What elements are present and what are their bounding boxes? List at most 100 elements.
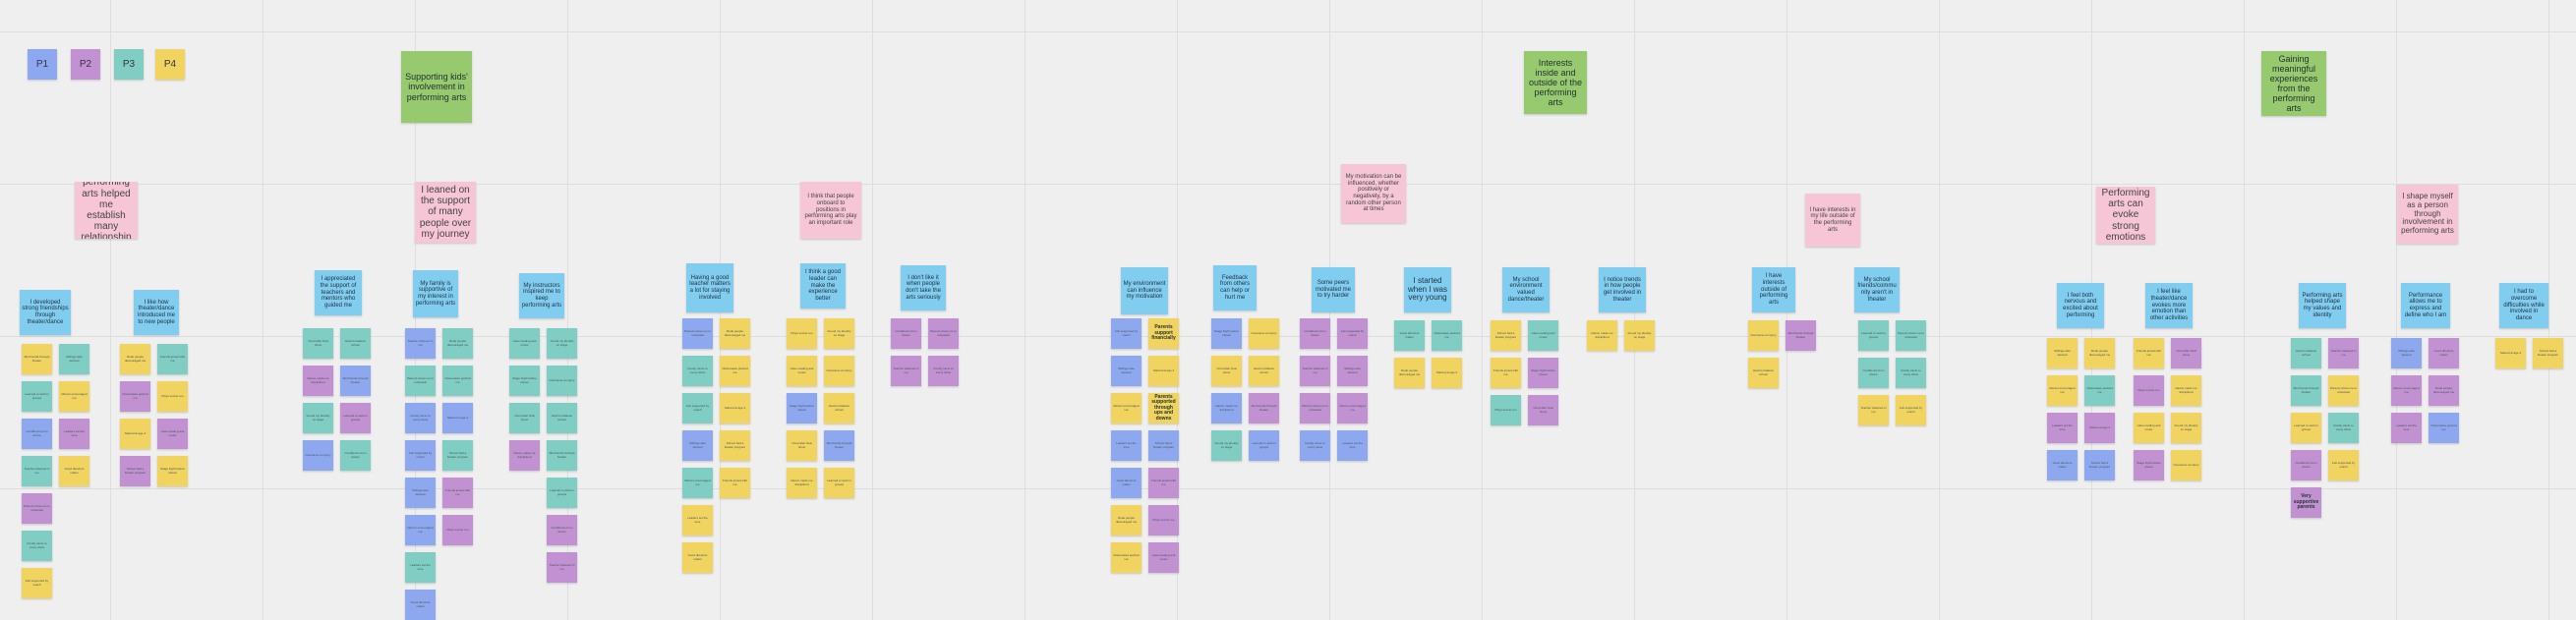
sticky-note-p1[interactable]: Felt supported by coach [1111,318,1142,349]
sticky-note-p4[interactable]: Felt supported by coach [22,568,52,598]
sticky-note-p4[interactable]: Rude people discouraged me [1394,358,1425,388]
sticky-note-p1[interactable]: Started at age 4 [442,403,473,433]
sticky-note-p1[interactable]: Confidence from dance [22,419,52,449]
sticky-note-p1[interactable]: Mentor encouraged me [405,515,436,545]
sticky-note-p2[interactable]: Confidence from dance [547,515,577,545]
sticky-note-p2[interactable]: Teacher believed in me [2328,338,2359,368]
sticky-note-p4[interactable]: Parents drove me to rehearsal [2328,375,2359,406]
sticky-note-p4[interactable]: Dance made me disciplined [1587,320,1617,351]
sticky-note-p3[interactable]: Family came to every show [2328,413,2359,443]
sticky-note-p3[interactable]: Family came to every show [682,356,713,386]
sticky-note-p2[interactable]: Teacher believed in me [1300,356,1330,386]
sticky-note-p2[interactable]: Dance made me disciplined [509,440,540,471]
sticky-note-p2[interactable]: Stage fright before shows [1528,358,1558,388]
legend-note-p3[interactable]: P3 [114,49,144,80]
sticky-note-p4[interactable]: Rude people discouraged me [120,344,150,374]
sticky-note-p4[interactable]: Plays soccer too [157,381,188,412]
sticky-note-p3[interactable]: Leaders set the tone [405,552,436,583]
sticky-note-p1[interactable]: Stage fright before shows [787,393,817,423]
cluster-note[interactable]: I have interests outside of performing a… [1752,267,1795,312]
cluster-note[interactable]: I feel both nervous and excited about pe… [2057,283,2104,328]
cluster-note[interactable]: I think a good leader can make the exper… [800,263,846,309]
insight-note[interactable]: I shape myself as a person through invol… [2397,185,2458,244]
sticky-note-p2[interactable]: Met friends through theater [1786,320,1816,351]
sticky-note-p4[interactable]: Overcame an injury [1249,318,1279,349]
sticky-note-p1[interactable]: Felt supported by coach [405,440,436,471]
sticky-note-p2[interactable]: Learned to work in groups [340,403,371,433]
theme-note[interactable]: Supporting kids' involvement in performi… [401,51,472,123]
sticky-note-p4[interactable]: Hard to balance school [824,393,854,423]
cluster-note[interactable]: I like how theater/dance introduced me t… [134,290,179,335]
sticky-note-p2[interactable]: Siblings also danced [1337,356,1368,386]
sticky-note-p3[interactable]: Hard to balance school [2291,338,2321,368]
sticky-note-p2[interactable]: Parents drove me to rehearsal [22,493,52,524]
sticky-note-p3[interactable]: Friends joined with me [157,344,188,374]
sticky-note-p2[interactable]: Met friends through theater [1249,393,1279,423]
sticky-note-p4[interactable]: Started at age 4 [1148,356,1179,386]
cluster-note[interactable]: My instructors inspired me to keep perfo… [519,273,564,318]
sticky-note-p2[interactable]: Mentor encouraged me [2391,375,2422,406]
sticky-note-p4[interactable]: Leaders set the tone [682,505,713,535]
cluster-note[interactable]: My environment can influence my motivati… [1121,267,1168,314]
sticky-note-p4[interactable]: Teacher believed in me [1858,395,1889,425]
sticky-note-p3[interactable]: Overcame an injury [547,366,577,396]
sticky-note-p4[interactable]: Cried after final show [787,430,817,461]
sticky-note-p4[interactable]: Felt supported by coach [2328,450,2359,480]
cluster-note[interactable]: My school friends/community aren't in th… [1854,267,1900,312]
sticky-note-p2[interactable]: Parents drove me to rehearsal [1300,393,1330,423]
sticky-note-p3[interactable]: Learned to work in groups [1858,320,1889,351]
sticky-note-p3[interactable]: Classmates pushed me [1432,320,1462,351]
sticky-note-p4[interactable]: Met friends through theater [22,344,52,374]
sticky-note-p1[interactable]: School had a theater program [1148,430,1179,461]
sticky-note-p2[interactable]: School had a theater program [120,456,150,486]
sticky-note-p4[interactable]: Parents supported through ups and downs [1148,393,1179,423]
sticky-note-p4[interactable]: Found my identity on stage [824,318,854,349]
sticky-note-p4[interactable]: Hard to balance school [1748,358,1779,388]
sticky-note-p2[interactable]: Leaders set the tone [2391,413,2422,443]
insight-note[interactable]: I think that people onboard to positions… [800,182,861,239]
cluster-note[interactable]: Performing arts helped shape my values a… [2299,283,2346,328]
sticky-note-p3[interactable]: Hard to balance school [340,328,371,359]
sticky-note-p1[interactable]: Siblings also danced [682,430,713,461]
sticky-note-p4[interactable]: Likes reading and music [2134,413,2164,443]
sticky-note-p4[interactable]: Started at age 4 [1432,358,1462,388]
sticky-note-p4[interactable]: Good directors matter [59,456,89,486]
sticky-note-p1[interactable]: Good directors matter [2047,450,2078,480]
sticky-note-p2[interactable]: Stage fright before shows [2134,450,2164,480]
sticky-note-p4[interactable]: Found my identity on stage [2171,413,2201,443]
sticky-note-p3[interactable]: School had a theater program [442,440,473,471]
sticky-note-p1[interactable]: Met friends through theater [824,430,854,461]
sticky-note-p4[interactable]: Mentor encouraged me [59,381,89,412]
sticky-note-p4[interactable]: Rude people discouraged me [1111,505,1142,535]
sticky-note-p2[interactable]: Plays soccer too [2134,375,2164,406]
sticky-note-p2[interactable]: Plays soccer too [442,515,473,545]
sticky-note-p3[interactable]: Classmates pushed me [2084,375,2115,406]
sticky-note-p2[interactable]: Dance made me disciplined [303,366,333,396]
sticky-note-p2[interactable]: Teacher believed in me [547,552,577,583]
insight-note[interactable]: My motivation can be influenced, whether… [1341,164,1406,223]
sticky-note-p3[interactable]: Found my identity on stage [303,403,333,433]
sticky-note-p4[interactable]: Classmates pushed me [1111,542,1142,573]
cluster-note[interactable]: I started when I was very young [1404,267,1451,312]
sticky-note-p3[interactable]: Teacher believed in me [22,456,52,486]
sticky-note-p3[interactable]: Mentor encouraged me [682,468,713,498]
sticky-note-p2[interactable]: Plays soccer too [1148,505,1179,535]
sticky-note-p3[interactable]: Learned to work in groups [22,381,52,412]
theme-note[interactable]: Interests inside and outside of the perf… [1524,51,1587,114]
sticky-note-p2[interactable]: Confidence from dance [1300,318,1330,349]
legend-note-p1[interactable]: P1 [28,49,57,80]
sticky-note-p4[interactable]: Plays soccer too [787,318,817,349]
sticky-note-p3[interactable]: Felt supported by coach [682,393,713,423]
cluster-note[interactable]: Feedback from others can help or hurt me [1213,265,1257,310]
sticky-note-p4[interactable]: Stage fright before shows [157,456,188,486]
sticky-note-p4[interactable]: Siblings also danced [2047,338,2078,368]
sticky-note-p3[interactable]: Confidence from dance [340,440,371,471]
sticky-note-p1[interactable]: Good directors matter [405,590,436,620]
sticky-note-p4[interactable]: Overcame an injury [2171,450,2201,480]
sticky-note-p3[interactable]: Cried after final show [509,403,540,433]
sticky-note-p2[interactable]: Leaders set the tone [2047,413,2078,443]
sticky-note-p1[interactable]: Overcame an injury [303,440,333,471]
sticky-note-p1[interactable]: Family came to every show [1300,430,1330,461]
sticky-note-p2[interactable]: Likes reading and music [1148,542,1179,573]
